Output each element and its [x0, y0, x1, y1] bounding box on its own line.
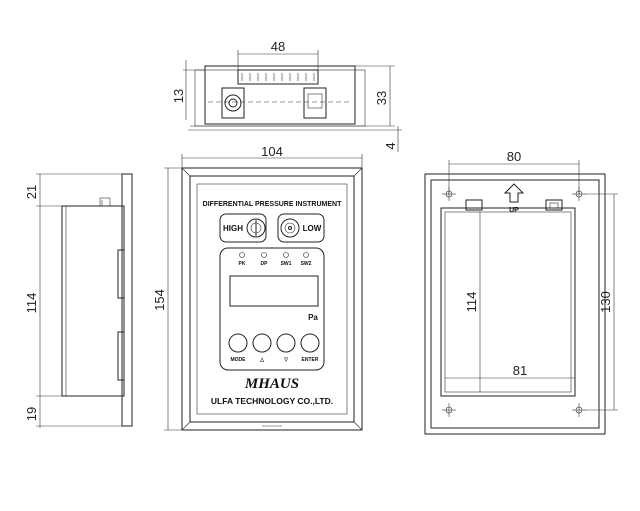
dim-rear-hole-height: 130	[598, 291, 613, 313]
side-view-clip-lower	[117, 331, 125, 381]
down-button-label: ▽	[283, 357, 288, 363]
high-port-icon	[246, 218, 266, 238]
dim-side-bottom: 19	[24, 407, 39, 421]
rear-view-outer-frame	[424, 173, 606, 435]
top-view: 48 13 33 4	[171, 39, 402, 152]
enter-button-label: ENTER	[302, 357, 319, 363]
up-button[interactable]	[252, 333, 272, 353]
dim-rear-cutout-height: 114	[464, 292, 479, 313]
panel-title: DIFFERENTIAL PRESSURE INSTRUMENT	[203, 201, 342, 208]
side-view: 21 114 19	[24, 173, 133, 428]
company-name: ULFA TECHNOLOGY CO.,LTD.	[211, 396, 333, 406]
high-label: HIGH	[223, 224, 243, 233]
display-panel	[219, 247, 325, 371]
top-view-body	[204, 65, 356, 125]
front-view-inner-frame	[189, 175, 355, 423]
pressure-port-low	[303, 87, 327, 119]
low-label: LOW	[303, 224, 322, 233]
mode-button-label: MODE	[231, 357, 247, 363]
indicator-led-sw2	[303, 252, 309, 258]
indicator-led-dp	[261, 252, 267, 258]
dim-top-width: 48	[271, 39, 285, 54]
indicator-pk: PK	[239, 261, 246, 267]
connector-pins	[241, 73, 315, 81]
rear-view-inner-frame	[430, 179, 600, 429]
top-view-connector	[237, 69, 319, 85]
down-button[interactable]	[276, 333, 296, 353]
rear-tab-right	[545, 199, 563, 211]
front-view: DIFFERENTIAL PRESSURE INSTRUMENT HIGH LO…	[152, 144, 363, 431]
dim-rear-cutout-width: 81	[513, 363, 527, 378]
indicator-led-pk	[239, 252, 245, 258]
indicator-sw2: SW2	[301, 261, 312, 267]
top-view-flange	[194, 69, 366, 127]
side-view-bezel	[121, 173, 133, 427]
low-port-panel	[277, 213, 325, 243]
front-view-outer-frame	[181, 167, 363, 431]
up-button-label: △	[259, 357, 264, 363]
dim-front-width: 104	[261, 144, 283, 159]
dim-side-body: 114	[24, 293, 39, 314]
pressure-port-high	[221, 87, 245, 119]
enter-button[interactable]	[300, 333, 320, 353]
rear-view: UP 80 81 114 130	[424, 149, 618, 435]
unit-label: Pa	[308, 313, 318, 322]
up-label: UP	[509, 207, 519, 214]
mode-button[interactable]	[228, 333, 248, 353]
up-arrow-icon	[503, 183, 525, 203]
low-port-icon	[280, 218, 300, 238]
lcd-display	[229, 275, 319, 307]
dim-top-height-33: 33	[374, 91, 389, 105]
side-view-clip-upper	[117, 249, 125, 299]
brand-logo: MHAUS	[244, 376, 299, 392]
dim-front-height: 154	[152, 289, 167, 311]
dim-top-height-13: 13	[171, 89, 186, 103]
dim-top-depth-4: 4	[383, 142, 398, 149]
front-panel	[196, 183, 348, 415]
rear-tab-left	[465, 199, 483, 211]
dim-side-top: 21	[24, 185, 39, 199]
rear-view-cutout	[440, 207, 576, 397]
dim-rear-hole-spacing: 80	[507, 149, 521, 164]
side-view-body	[61, 205, 125, 397]
indicator-sw1: SW1	[281, 261, 292, 267]
indicator-dp: DP	[261, 261, 269, 267]
high-port-panel	[219, 213, 267, 243]
indicator-led-sw1	[283, 252, 289, 258]
